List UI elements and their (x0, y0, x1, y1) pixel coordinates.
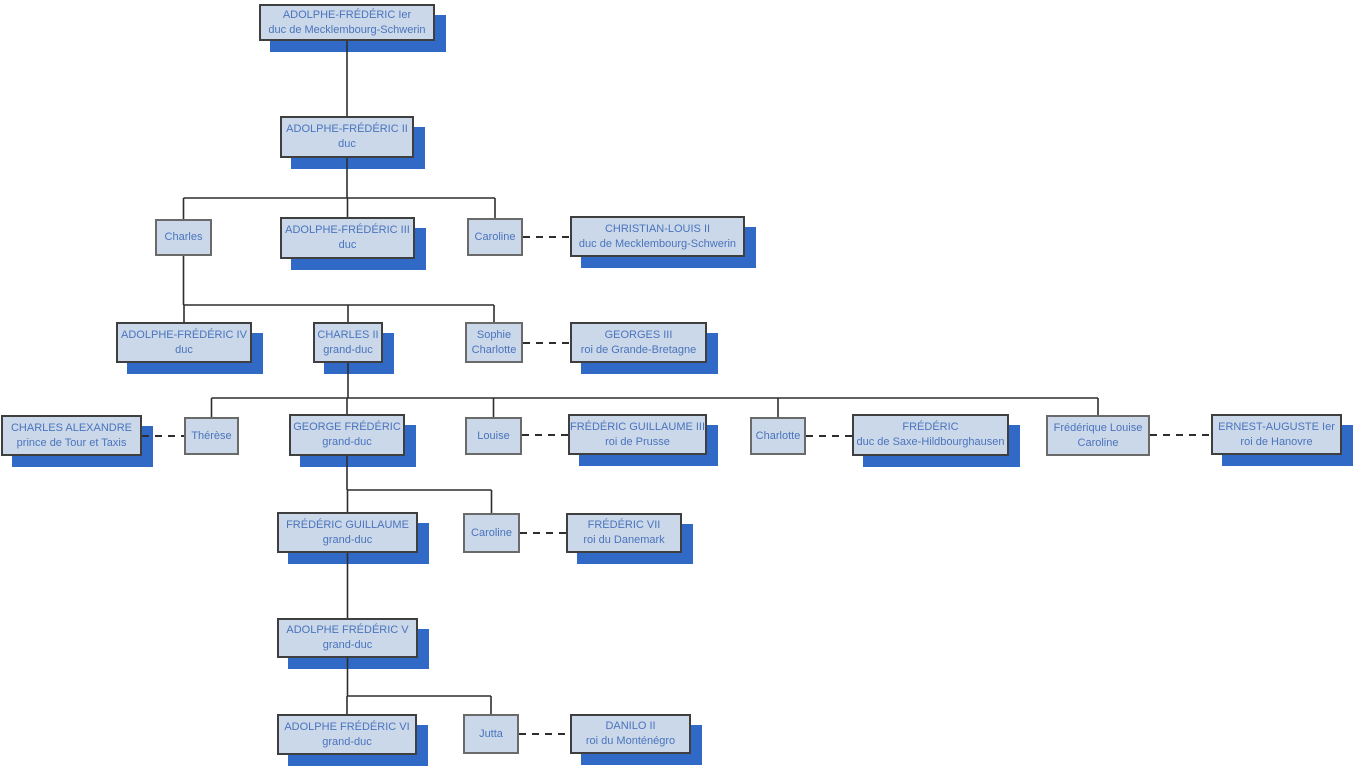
person-name: FRÉDÉRIC (902, 421, 959, 434)
node-chalex: CHARLES ALEXANDRE prince de Tour et Taxis (1, 415, 142, 456)
person-name: Thérèse (191, 429, 232, 442)
node-louise: Louise (465, 417, 522, 455)
node-af2: ADOLPHE-FRÉDÉRIC II duc (280, 116, 414, 158)
person-title: roi de Prusse (605, 435, 670, 448)
person-title: duc de Mecklembourg-Schwerin (578, 237, 737, 250)
person-title: Caroline (1077, 436, 1119, 449)
node-gf: GEORGE FRÉDÉRIC grand-duc (289, 414, 405, 456)
person-name: ADOLPHE FRÉDÉRIC V (286, 624, 409, 637)
person-name: Charles (164, 231, 203, 244)
person-title: duc (338, 138, 356, 150)
person-title: grand-duc (322, 735, 372, 748)
node-af1: ADOLPHE-FRÉDÉRIC Ier duc de Mecklembourg-… (259, 4, 435, 41)
node-therese: Thérèse (184, 417, 239, 455)
node-charlotte: Charlotte (750, 417, 806, 455)
person-title: duc de Mecklembourg-Schwerin (268, 23, 426, 36)
person-title: grand-duc (322, 436, 372, 448)
node-af4: ADOLPHE-FRÉDÉRIC IV duc (116, 322, 252, 363)
person-name: GEORGES III (604, 328, 673, 341)
person-name: CHRISTIAN-LOUIS II (604, 222, 711, 235)
person-name: ADOLPHE FRÉDÉRIC VI (284, 720, 410, 733)
person-title: prince de Tour et Taxis (16, 436, 127, 449)
node-af6: ADOLPHE FRÉDÉRIC VI grand-duc (277, 714, 417, 755)
person-name: ADOLPHE-FRÉDÉRIC IV (121, 328, 247, 341)
node-ea1: ERNEST-AUGUSTE Ier roi de Hanovre (1211, 414, 1342, 455)
person-title: roi de Grande-Bretagne (580, 343, 697, 356)
person-name: Caroline (471, 526, 512, 539)
person-name: ADOLPHE-FRÉDÉRIC III (285, 224, 410, 237)
person-name: CHARLES II (317, 328, 379, 341)
person-name: CHARLES ALEXANDRE (10, 421, 133, 434)
person-name: FRÉDÉRIC GUILLAUME III (569, 420, 706, 433)
person-title: duc (338, 239, 357, 251)
node-charles: Charles (155, 219, 212, 256)
node-cl2: CHRISTIAN-LOUIS II duc de Mecklembourg-Sc… (570, 216, 745, 257)
node-jutta: Jutta (463, 714, 519, 754)
node-fguill: FRÉDÉRIC GUILLAUME grand-duc (277, 512, 418, 553)
person-title: grand-duc (322, 639, 373, 651)
node-charles2: CHARLES II grand-duc (313, 322, 383, 363)
person-name: DANILO II (605, 720, 656, 733)
person-name: Charlotte (755, 429, 801, 442)
person-title: duc de Saxe-Hildbourghausen (856, 436, 1005, 448)
person-name: Caroline (474, 230, 516, 243)
person-name: FRÉDÉRIC VII (587, 519, 661, 532)
person-name: GEORGE FRÉDÉRIC (293, 421, 401, 434)
person-name: ERNEST-AUGUSTE Ier (1218, 420, 1335, 433)
node-caroline2: Caroline (463, 513, 520, 553)
person-title: roi du Danemark (583, 534, 665, 546)
person-name: Louise (477, 429, 510, 442)
person-name: Sophie (476, 328, 512, 341)
person-name: FRÉDÉRIC GUILLAUME (286, 518, 409, 531)
person-name: ADOLPHE-FRÉDÉRIC Ier (282, 8, 412, 21)
person-name: ADOLPHE-FRÉDÉRIC II (286, 123, 408, 136)
node-g3: GEORGES III roi de Grande-Bretagne (570, 322, 707, 363)
node-af5: ADOLPHE FRÉDÉRIC V grand-duc (277, 618, 418, 658)
person-name: Frédérique Louise (1053, 421, 1143, 434)
person-name: Jutta (479, 727, 503, 740)
node-af3: ADOLPHE-FRÉDÉRIC III duc (280, 217, 415, 259)
person-title: Charlotte (471, 343, 517, 356)
person-title: roi de Hanovre (1240, 435, 1313, 448)
person-title: duc (175, 343, 193, 356)
node-danilo: DANILO II roi du Monténégro (570, 714, 691, 754)
person-title: roi du Monténégro (585, 735, 676, 747)
person-title: grand-duc (323, 343, 373, 356)
node-fg3: FRÉDÉRIC GUILLAUME III roi de Prusse (568, 414, 707, 455)
node-fred: FRÉDÉRIC duc de Saxe-Hildbourghausen (852, 414, 1009, 456)
node-f7: FRÉDÉRIC VII roi du Danemark (566, 513, 682, 553)
node-caroline1: Caroline (467, 218, 523, 256)
person-title: grand-duc (322, 533, 373, 546)
